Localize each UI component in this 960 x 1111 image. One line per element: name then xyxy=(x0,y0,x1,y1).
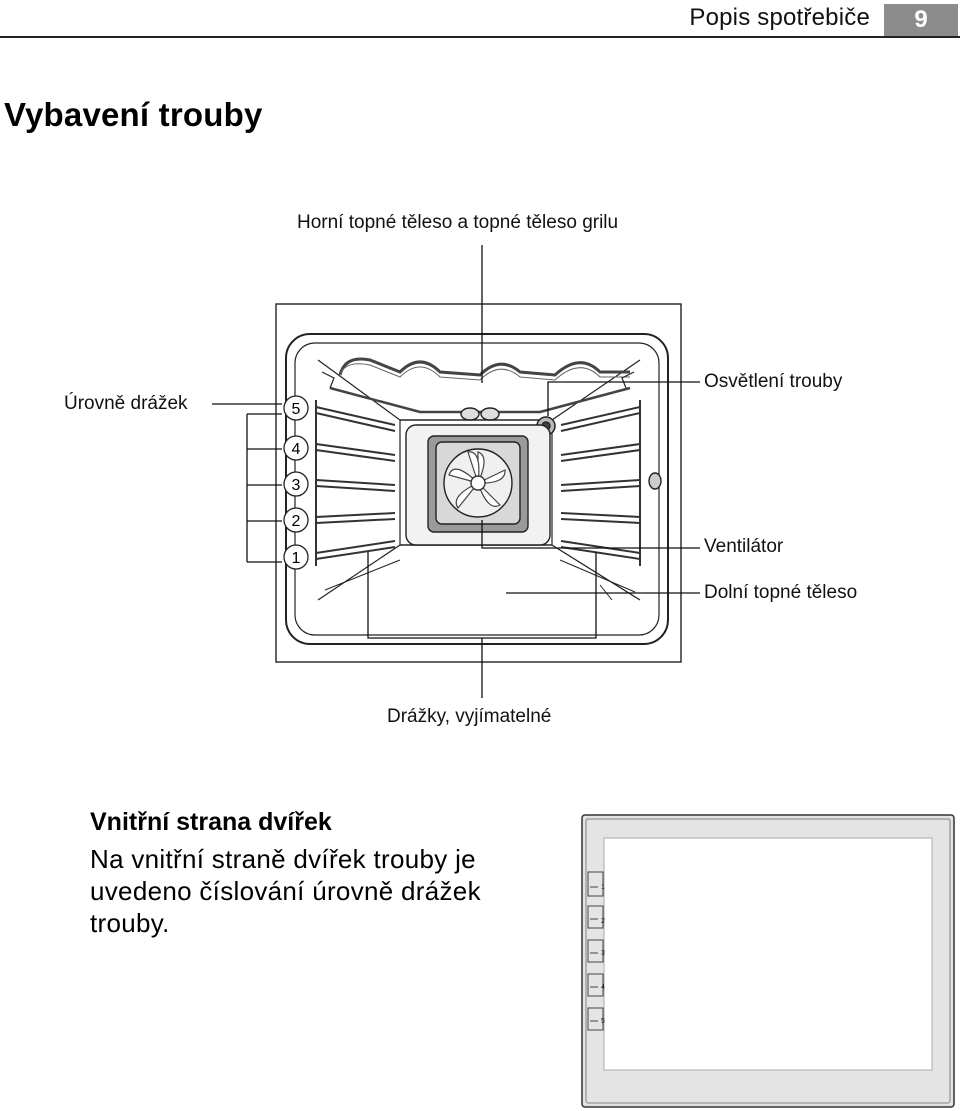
oven-diagram: 5 4 3 2 1 xyxy=(212,245,700,698)
door-section-title: Vnitřní strana dvířek xyxy=(90,808,332,836)
label-top-heater: Horní topné těleso a topné těleso grilu xyxy=(297,212,619,233)
level-marker-5: 5 xyxy=(283,395,309,421)
label-shelf-supports: Drážky, vyjímatelné xyxy=(387,706,552,727)
section-title: Vybavení trouby xyxy=(4,96,263,133)
door-level-mark-5: 5 xyxy=(601,1018,605,1025)
level-number-2: 2 xyxy=(292,513,301,530)
level-number-5: 5 xyxy=(292,401,301,418)
level-marker-4: 4 xyxy=(283,435,309,461)
label-bottom-heater: Dolní topné těleso xyxy=(704,582,858,603)
label-fan: Ventilátor xyxy=(704,536,784,557)
level-number-1: 1 xyxy=(292,550,301,567)
door-level-mark-1: 1 xyxy=(601,884,605,891)
label-shelf-levels: Úrovně drážek xyxy=(64,393,188,414)
door-section-text: Na vnitřní straně dvířek trouby je uvede… xyxy=(90,844,481,938)
label-oven-light: Osvětlení trouby xyxy=(704,371,843,392)
door-level-mark-4: 4 xyxy=(601,984,605,991)
page-header-title: Popis spotřebiče xyxy=(689,4,870,31)
level-marker-1: 1 xyxy=(283,544,309,570)
level-marker-2: 2 xyxy=(283,507,309,533)
header-rule xyxy=(0,36,960,38)
level-number-4: 4 xyxy=(292,441,301,458)
door-level-mark-2: 2 xyxy=(601,918,605,925)
level-marker-3: 3 xyxy=(283,471,309,497)
door-level-mark-3: 3 xyxy=(601,950,605,957)
level-number-3: 3 xyxy=(292,477,301,494)
page-number-badge: 9 xyxy=(884,4,958,36)
